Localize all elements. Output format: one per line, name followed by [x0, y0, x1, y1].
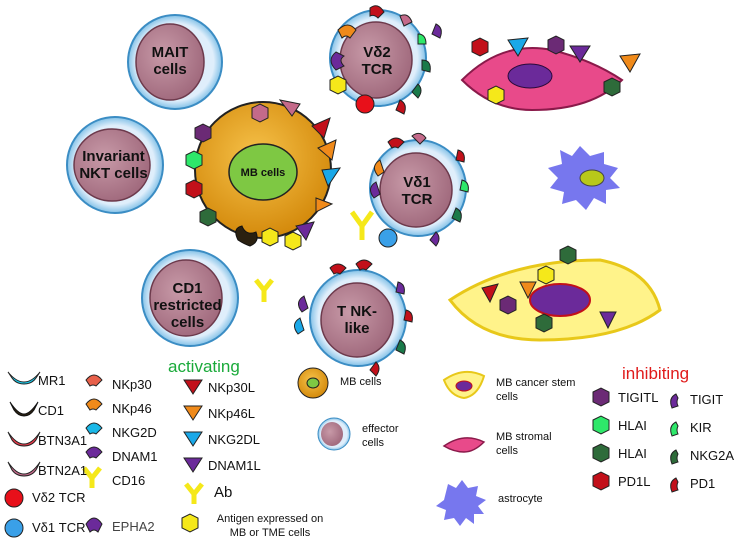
legend-pd1l: PD1L: [618, 474, 651, 489]
legend-icons-receptors: [82, 374, 103, 533]
cancer-stem-cell: [447, 245, 662, 342]
legend-kir: KIR: [690, 420, 712, 435]
legend-icons-left: [4, 371, 41, 538]
legend-mb-cells: MB cells: [340, 376, 382, 388]
legend-nkp30l: NKp30L: [208, 380, 255, 395]
invariant-nkt-cell: [66, 116, 164, 214]
cd1-label: CD1 restricted cells: [153, 280, 222, 331]
legend-vd2: Vδ2 TCR: [32, 490, 86, 505]
legend-tigitl: TIGITL: [618, 390, 659, 405]
legend-dnam1: DNAM1: [112, 449, 158, 464]
inhibiting-title: inhibiting: [622, 364, 690, 383]
legend-nkp46: NKp46: [112, 401, 152, 416]
legend-nkg2d: NKG2D: [112, 425, 157, 440]
astrocyte: [548, 146, 620, 210]
legend-nkg2dl: NKG2DL: [208, 432, 261, 447]
legend-btn3a1: BTN3A1: [38, 433, 88, 448]
tnk-label: T NK-like: [337, 303, 377, 337]
legend-icons-ligands: [181, 379, 204, 533]
legend-pd1: PD1: [690, 476, 716, 491]
cd1-restricted-cell: [141, 249, 239, 347]
legend-astrocyte: astrocyte: [498, 493, 543, 505]
legend-nkg2a: NKG2A: [690, 448, 735, 463]
legend-ab: Ab: [214, 484, 233, 501]
legend-mr1: MR1: [38, 373, 66, 388]
legend-icons-cells: [297, 367, 486, 526]
mait-label: MAIT cells: [151, 44, 189, 78]
mb-label: MB cells: [240, 167, 286, 179]
cd1-molecule: [235, 225, 258, 247]
legend-tigit: TIGIT: [690, 392, 724, 407]
legend-hlai-1: HLAI: [618, 418, 647, 433]
legend-epha2: EPHA2: [112, 519, 155, 534]
vd2-receptors: [329, 5, 442, 115]
legend-nkp46l: NKp46L: [208, 406, 255, 421]
legend-cd16: CD16: [112, 473, 146, 488]
legend-btn2a1: BTN2A1: [38, 463, 88, 478]
vd1-label: Vδ1 TCR: [401, 174, 433, 208]
vd2-label: Vδ2 TCR: [361, 44, 393, 78]
legend-antigen: Antigen expressed on MB or TME cells: [216, 513, 324, 539]
inkt-label: Invariant NKT cells: [79, 148, 148, 182]
legend-stem: MB cancer stem cells: [496, 377, 576, 403]
legend-vd1: Vδ1 TCR: [32, 520, 86, 535]
legend-cd1: CD1: [38, 403, 65, 418]
tnk-receptors: [254, 259, 413, 377]
stromal-cell: [460, 35, 641, 112]
tnk-cell: [309, 269, 407, 367]
mb-surface-ligands: [185, 99, 342, 251]
legend-dnam1l: DNAM1L: [208, 458, 261, 473]
legend-icons-inhibiting: [592, 387, 679, 493]
mait-cell: [127, 14, 223, 110]
legend-effector: effector cells: [362, 423, 399, 449]
activating-title: activating: [168, 357, 240, 376]
legend-hlai-2: HLAI: [618, 446, 647, 461]
legend-stromal: MB stromal cells: [496, 431, 552, 457]
legend-nkp30: NKp30: [112, 377, 152, 392]
vd1-cell: [369, 139, 467, 237]
vd1-receptors: [349, 132, 469, 248]
